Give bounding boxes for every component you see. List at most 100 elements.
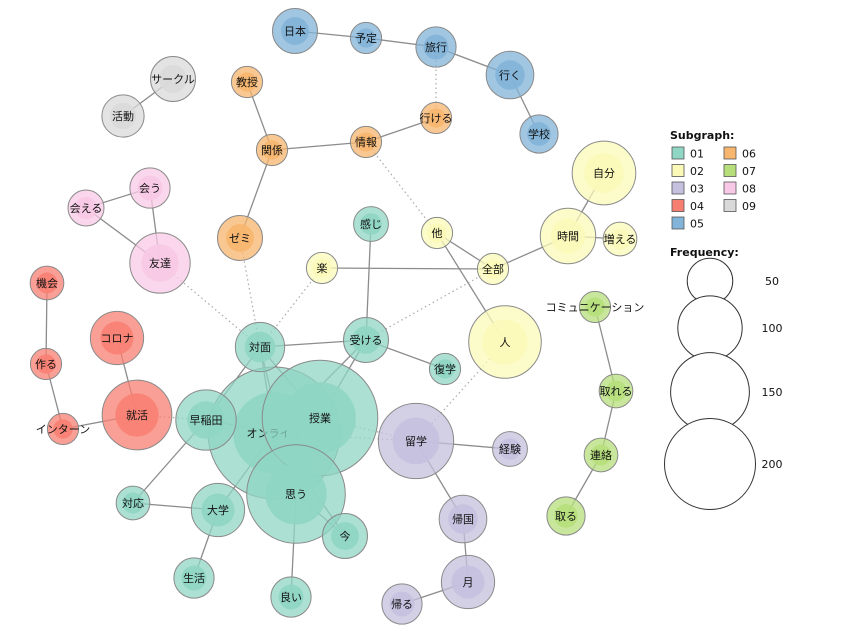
subgraph-legend-label: 04: [690, 200, 704, 213]
node-e58f96e3828ce3828b: 取れる: [598, 373, 634, 409]
node-e980a3e7b5a1: 連絡: [583, 437, 619, 473]
node-core: [100, 321, 134, 355]
node-e5b8b0e59bbd: 帰国: [438, 494, 488, 544]
node-core: [159, 65, 187, 93]
node-label: 連絡: [590, 448, 612, 462]
node-e4bc9ae38186: 会う: [129, 167, 171, 209]
subgraph-legend-label: 09: [742, 200, 756, 213]
node-label: 早稲田: [190, 414, 223, 427]
node-core: [451, 565, 485, 599]
node-label: 教授: [236, 75, 258, 89]
node-e5b0b1e6b4bb: 就活: [101, 379, 173, 451]
node-label: 人: [500, 336, 511, 349]
node-label: コミュニケーション: [546, 301, 645, 314]
frequency-legend-label: 150: [762, 386, 783, 399]
node-label: 受ける: [350, 334, 383, 347]
frequency-legend-item-200: 200: [663, 417, 783, 511]
node-core: [115, 393, 159, 437]
subgraph-legend-item-07: 07: [723, 164, 756, 178]
node-e69785e8a18c: 旅行: [415, 26, 457, 68]
node-label: 対応: [122, 496, 144, 510]
node-label: 作る: [35, 358, 57, 371]
node-core: [527, 122, 551, 146]
subgraph-legend-label: 02: [690, 165, 704, 178]
node-core: [109, 102, 137, 130]
subgraph-legend-item-01: 01: [671, 146, 704, 161]
node-core: [312, 258, 332, 278]
node-e4bc9ae38188e3828b: 会える: [67, 189, 105, 227]
node-e382b5e383bce382afe383ab: サークル: [150, 56, 196, 102]
node-core: [262, 140, 282, 160]
node-label: 帰る: [391, 598, 413, 611]
node-core: [389, 591, 415, 617]
subgraph-legend-item-04: 04: [671, 199, 704, 213]
subgraph-legend-item-03: 03: [671, 181, 704, 196]
node-label: 取れる: [600, 385, 633, 398]
node-e382b3e383ade3838a: コロナ: [89, 310, 145, 366]
subgraph-swatch: [671, 181, 685, 195]
node-e58f8be98194: 友達: [129, 232, 191, 294]
node-e4bd9ce3828b: 作る: [29, 347, 63, 381]
node-label: 行ける: [420, 112, 453, 125]
node-label: サークル: [151, 73, 195, 86]
node-core: [499, 438, 521, 460]
node-label: 自分: [593, 167, 615, 180]
node-e5afbee99da2: 対面: [234, 321, 286, 373]
node-label: 授業: [309, 411, 331, 425]
node-core: [448, 504, 478, 534]
node-e58f97e38191e3828b: 受ける: [343, 317, 389, 363]
node-label: 友達: [149, 256, 171, 270]
node-e697a9e7a8b2e794b0: 早稲田: [175, 389, 237, 451]
node-core: [609, 228, 631, 250]
subgraph-legend-label: 01: [690, 148, 704, 161]
subgraph-swatch: [671, 146, 685, 160]
node-label: 行く: [499, 69, 521, 82]
node-label: 予定: [355, 31, 377, 45]
frequency-legend-circle: [663, 417, 757, 511]
node-e6a99fe4bc9a: 機会: [29, 265, 65, 301]
frequency-legend-circle: [677, 295, 743, 361]
node-core: [483, 259, 503, 279]
node-e4bb96: 他: [420, 216, 454, 250]
node-e69c88: 月: [440, 554, 496, 610]
node-core: [435, 359, 455, 379]
subgraph-legend-item-08: 08: [723, 181, 756, 196]
node-e382a4e383b3e382bfe383bce383b3: インターン: [36, 412, 90, 446]
subgraph-legend-label: 03: [690, 183, 704, 196]
subgraph-swatch: [671, 164, 685, 177]
node-label: 月: [463, 576, 474, 589]
node-core: [226, 224, 254, 252]
node-core: [237, 72, 257, 92]
node-label: 全部: [482, 262, 504, 276]
subgraph-swatch: [671, 199, 685, 212]
node-e6849fe38198: 感じ: [353, 206, 389, 242]
node-core: [122, 492, 144, 514]
node-core: [53, 419, 73, 439]
node-label: 就活: [126, 408, 148, 422]
node-core: [36, 354, 56, 374]
subgraph-swatch: [723, 181, 737, 195]
node-label: 機会: [36, 276, 58, 290]
node-core: [554, 504, 578, 528]
node-core: [281, 17, 309, 45]
node-e6a5bd: 楽: [305, 251, 339, 285]
node-core: [427, 223, 447, 243]
node-e7b58ce9a893: 経験: [492, 431, 528, 467]
edge-20: [321, 267, 494, 270]
node-core: [423, 34, 449, 60]
subgraph-legend-label: 05: [690, 218, 704, 231]
subgraph-legend-label: 07: [742, 165, 756, 178]
node-core: [331, 522, 359, 550]
node-label: 経験: [499, 442, 521, 456]
node-e6b4bbe58b95: 活動: [101, 94, 145, 138]
nodes-layer: オンライン授業思う留学人就活自分友達早稲田時間コロナ大学月対面行く帰国日本ゼミサ…: [29, 8, 645, 625]
node-core: [356, 28, 376, 48]
node-label: 今: [340, 529, 351, 543]
node-core: [201, 493, 235, 527]
node-e7949fe6b4bb: 生活: [173, 557, 215, 599]
node-label: 学校: [528, 127, 550, 141]
node-label: 生活: [183, 571, 205, 585]
